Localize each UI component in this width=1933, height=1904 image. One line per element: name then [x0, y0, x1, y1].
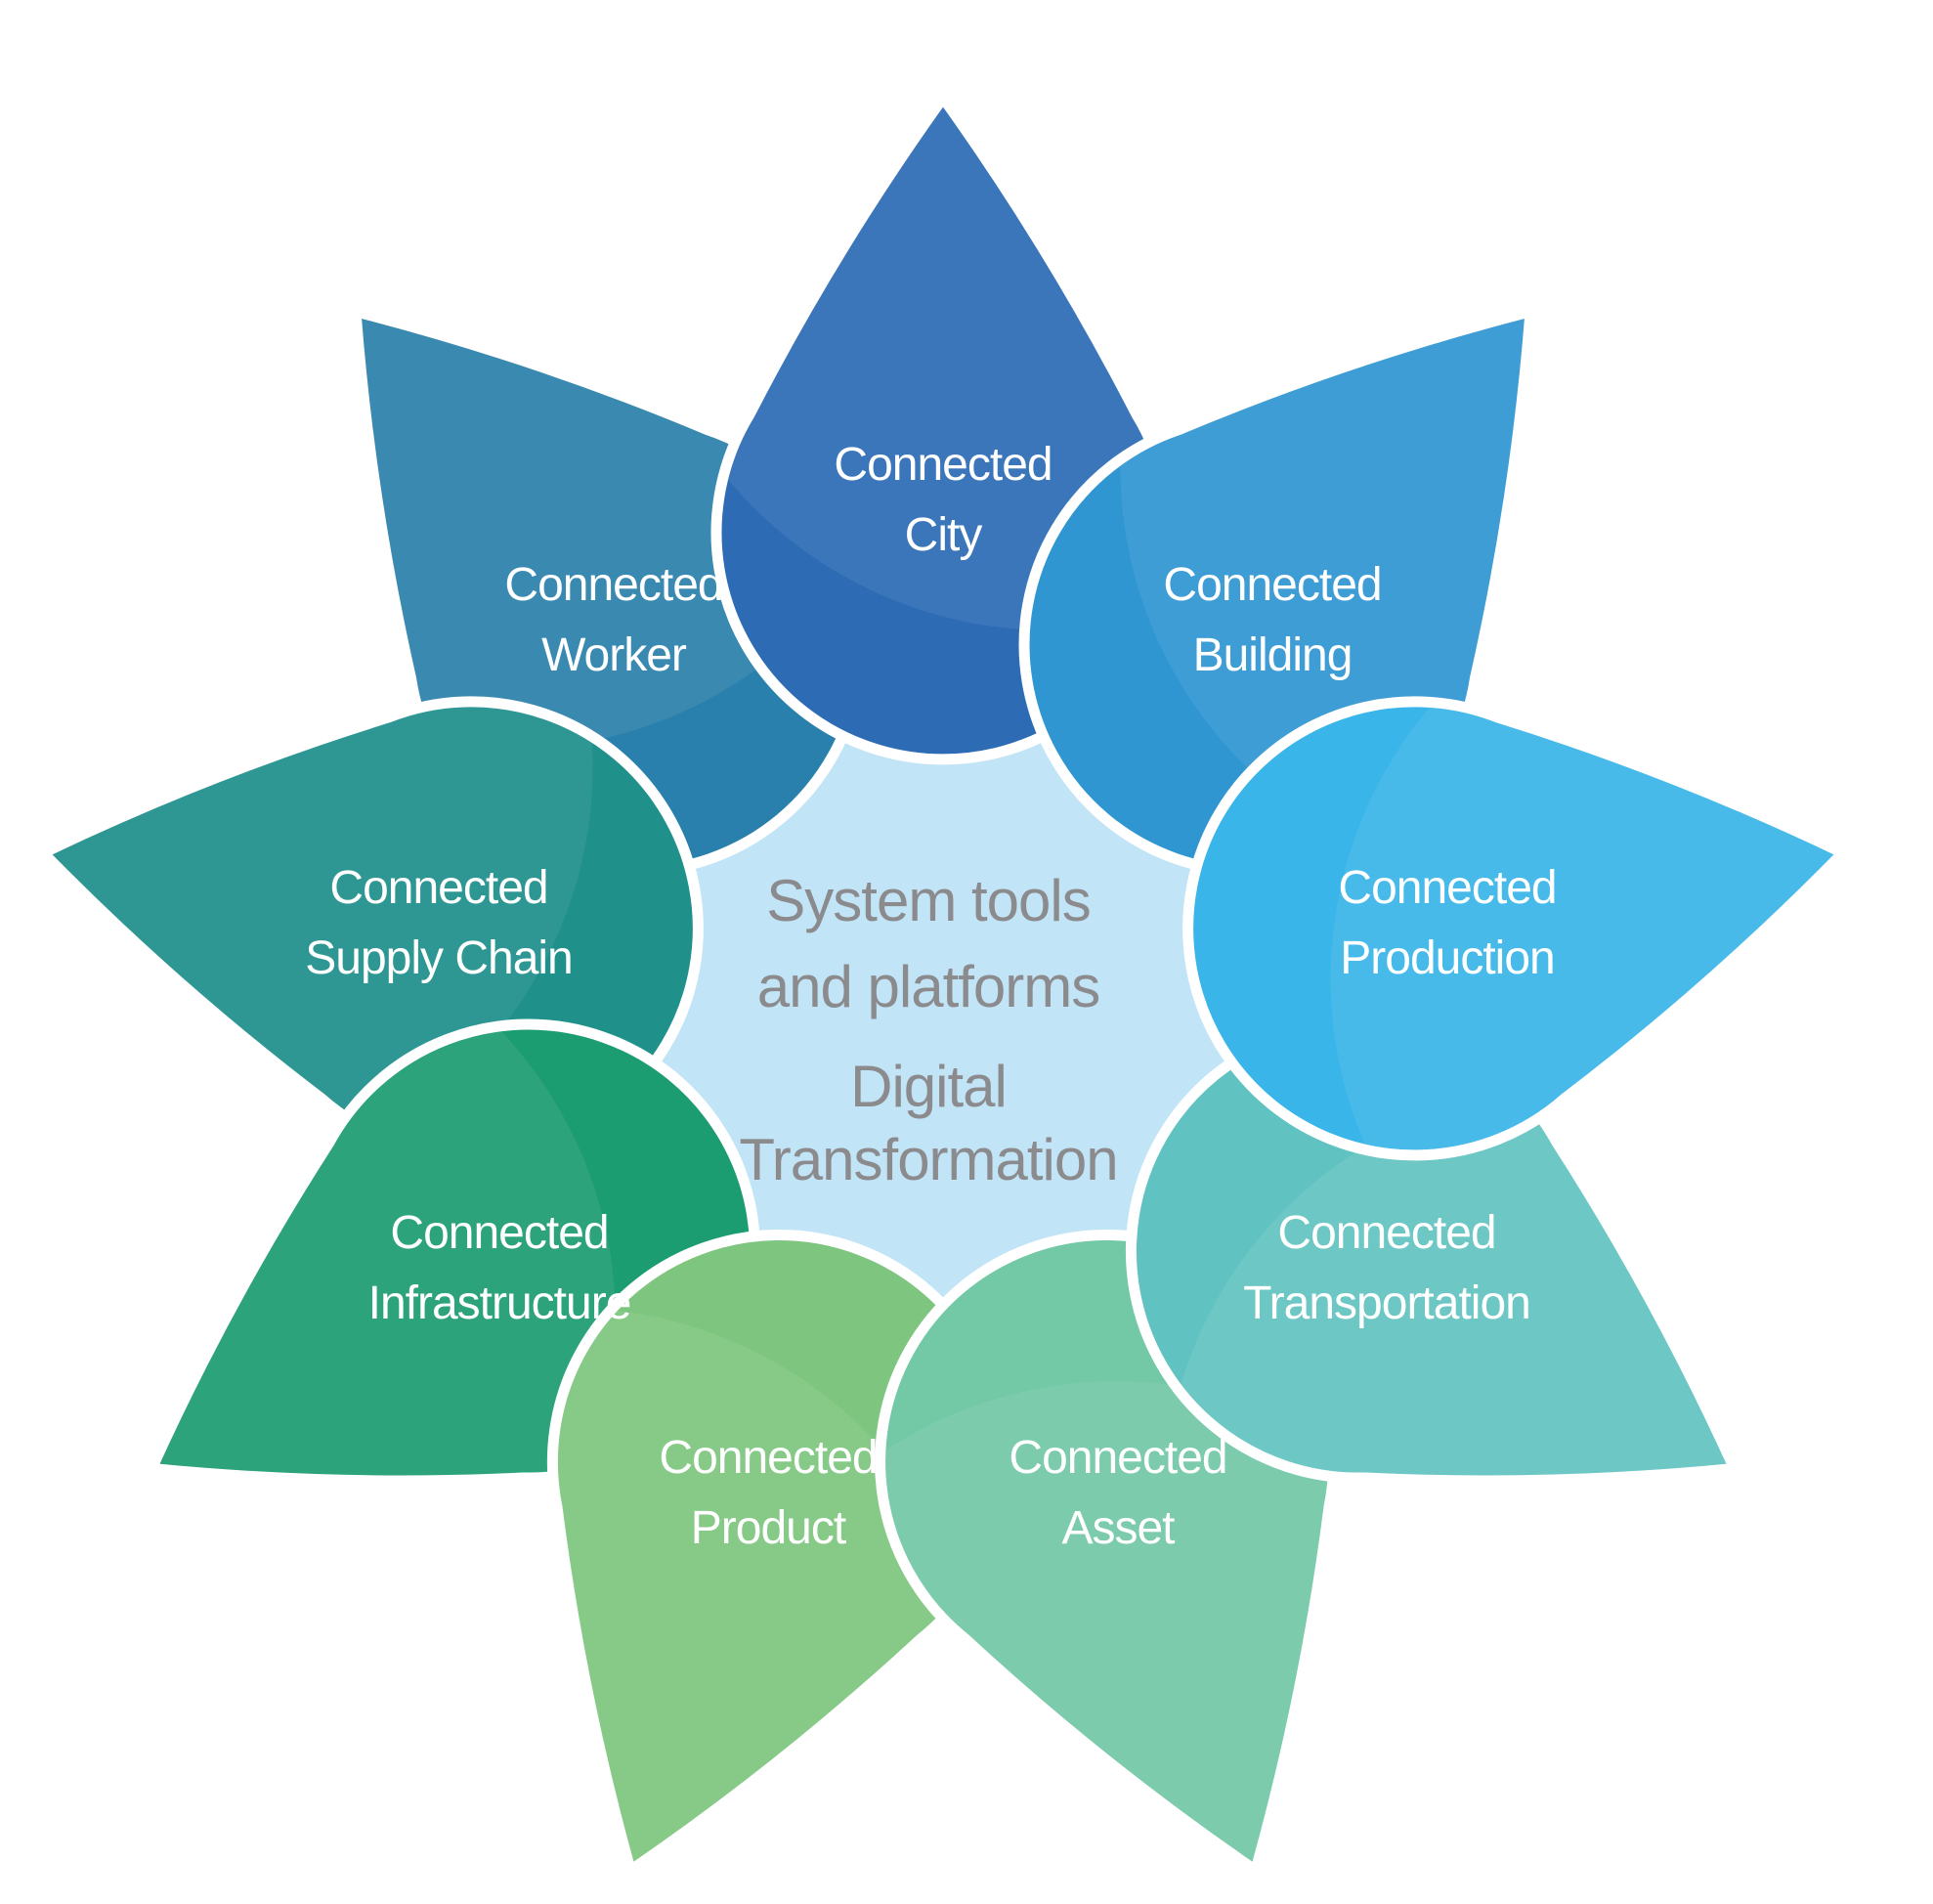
petal-label-line: Supply Chain — [305, 932, 573, 984]
petal-label-line: Connected — [504, 559, 722, 611]
petal-label-line: Product — [691, 1502, 846, 1554]
petal-label-line: Connected — [329, 862, 547, 914]
center-text-line-3: Transformation — [739, 1127, 1117, 1192]
petal-shape-connected-transportation — [1125, 1018, 1740, 1487]
petal-label-line: Transportation — [1243, 1277, 1530, 1329]
petal-label-line: Connected — [1163, 559, 1381, 611]
petal-label-line: Infrastructure — [368, 1277, 631, 1329]
petal-label-line: City — [905, 509, 983, 561]
petal-label-line: Worker — [541, 629, 687, 681]
petal-label-line: Connected — [1277, 1207, 1495, 1259]
center-text-line-0: System tools — [766, 868, 1090, 933]
petal-label-line: Connected — [1009, 1432, 1226, 1484]
center-text-line-1: and platforms — [757, 954, 1100, 1019]
center-text: System tools and platformsDigitalTransfor… — [739, 868, 1118, 1192]
petal-label-line: Connected — [659, 1432, 877, 1484]
center-text-line-2: Digital — [850, 1054, 1007, 1119]
petal-label-line: Asset — [1061, 1502, 1175, 1554]
petal-label-line: Connected — [834, 439, 1052, 491]
petal-shape-connected-production — [1182, 696, 1849, 1161]
petal-label-line: Connected — [390, 1207, 608, 1259]
petal-label-line: Production — [1340, 932, 1554, 984]
petal-label-line: Building — [1193, 629, 1353, 681]
petal-label-line: Connected — [1338, 862, 1556, 914]
